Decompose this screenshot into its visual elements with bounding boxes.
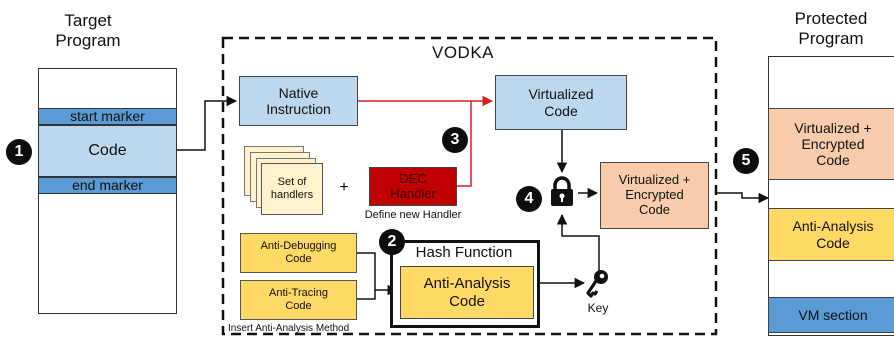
protected-program-box: [768, 56, 894, 336]
prot-enc-line3: Code: [816, 152, 850, 169]
anti-debugging-line2: Code: [285, 253, 312, 265]
anti-tracing-box: Anti-Tracing Code: [240, 280, 357, 320]
end-marker-label: end marker: [72, 177, 143, 194]
native-line2: Instruction: [266, 101, 331, 117]
virtualized-line2: Code: [544, 102, 578, 119]
vm-section-label: VM section: [798, 306, 868, 323]
step-1-badge: 1: [6, 139, 32, 165]
handlers-line2: handlers: [270, 189, 314, 201]
protected-encrypted-code: Virtualized + Encrypted Code: [768, 108, 894, 180]
define-new-handler-label: Define new Handler: [364, 209, 462, 221]
vodka-enc-line2: Encrypted: [625, 187, 684, 203]
vodka-title: VODKA: [432, 43, 495, 62]
virtualized-line1: Virtualized: [528, 86, 594, 103]
anti-analysis-line2: Code: [449, 292, 485, 310]
anti-debugging-box: Anti-Debugging Code: [240, 233, 357, 273]
target-title-line1: Target: [64, 11, 112, 30]
step-2-badge: 2: [379, 229, 405, 255]
start-marker: start marker: [38, 108, 177, 125]
insert-method-label: Insert Anti-Analysis Method: [228, 323, 350, 334]
target-title-line2: Program: [55, 30, 121, 50]
native-line1: Native: [278, 84, 319, 101]
virtualized-code-box: Virtualized Code: [495, 75, 627, 130]
end-marker: end marker: [38, 177, 177, 194]
arrow-debugging-merge: [357, 252, 376, 290]
key-icon: [586, 270, 608, 298]
dec-handler-box: DEC Handler: [369, 167, 457, 206]
vodka-dashed-border: [221, 36, 718, 336]
prot-enc-line1: Virtualized +: [794, 119, 872, 136]
target-program-title: Target Program: [34, 11, 142, 50]
target-code-block: Code: [38, 125, 177, 177]
step-3-badge: 3: [442, 127, 468, 153]
protected-title-line1: Protected: [794, 9, 868, 28]
hash-function-label: Hash Function: [415, 244, 513, 261]
dec-line2: Handler: [390, 185, 436, 201]
plus-sign: +: [339, 179, 349, 196]
arrow-dec-handler-link: [457, 101, 472, 187]
lock-icon: [551, 176, 573, 206]
anti-analysis-box: Anti-Analysis Code: [400, 266, 534, 319]
protected-program-title: Protected Program: [768, 9, 894, 48]
arrow-to-protected: [716, 192, 770, 204]
prot-aa-line2: Code: [816, 234, 850, 251]
key-label: Key: [587, 301, 609, 315]
handlers-line1: Set of: [277, 176, 307, 189]
step-5-badge: 5: [733, 148, 759, 174]
arrow-key-to-lock: [556, 213, 600, 282]
protected-title-line2: Program: [798, 28, 864, 48]
arrow-code-to-native: [177, 95, 238, 151]
target-code-label: Code: [88, 141, 127, 159]
start-marker-label: start marker: [70, 108, 145, 125]
prot-aa-line1: Anti-Analysis: [792, 218, 874, 235]
anti-tracing-line1: Anti-Tracing: [269, 287, 328, 300]
prot-enc-line2: Encrypted: [801, 135, 865, 152]
vodka-enc-line3: Code: [638, 201, 671, 217]
vm-section: VM section: [768, 297, 894, 333]
vodka-enc-line1: Virtualized +: [618, 172, 691, 188]
step-4-badge: 4: [516, 186, 542, 212]
anti-tracing-line2: Code: [285, 300, 312, 312]
native-instruction-box: Native Instruction: [239, 76, 358, 126]
anti-debugging-line1: Anti-Debugging: [260, 240, 337, 253]
vodka-encrypted-code-box: Virtualized + Encrypted Code: [600, 162, 709, 229]
anti-analysis-line1: Anti-Analysis: [423, 275, 511, 293]
arrow-tracing-merge: [357, 284, 399, 300]
protected-anti-analysis: Anti-Analysis Code: [768, 208, 894, 261]
dec-line1: DEC: [399, 170, 427, 186]
set-of-handlers-box: Set of handlers: [261, 163, 323, 215]
